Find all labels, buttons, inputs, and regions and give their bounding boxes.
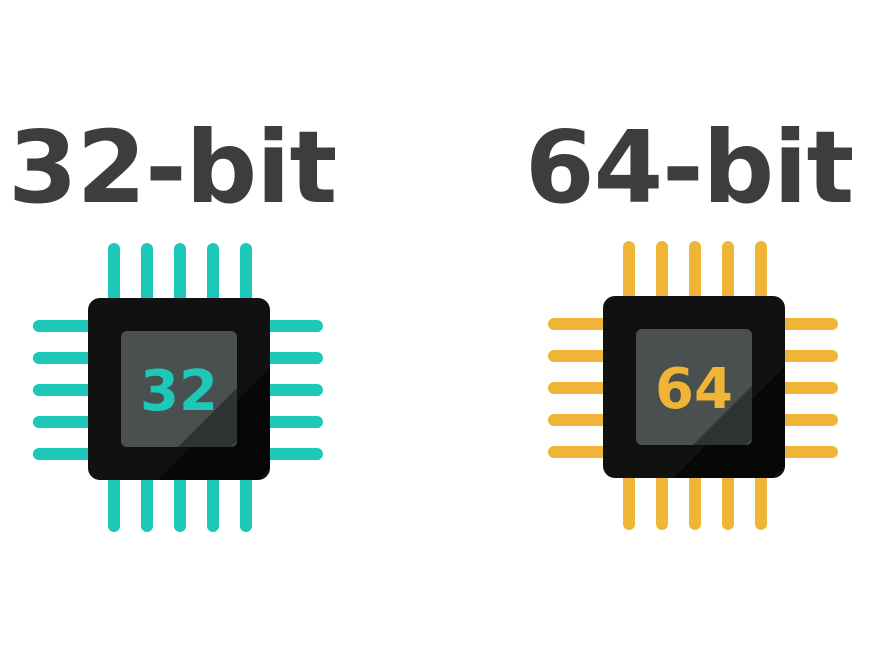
chip-graphic-32: 32 bbox=[33, 243, 323, 532]
chip-graphic-64: 64 bbox=[548, 241, 838, 530]
chip-core-shade bbox=[178, 388, 237, 447]
cpu-chip-64-icon: 64 bbox=[543, 236, 843, 536]
chip-core-shade bbox=[693, 386, 752, 445]
cpu-chip-32-icon: 32 bbox=[28, 238, 328, 538]
chip-label-32: 32 bbox=[140, 359, 218, 424]
heading-32-bit: 32-bit bbox=[8, 109, 337, 226]
chip-label-64: 64 bbox=[655, 357, 733, 422]
heading-64-bit: 64-bit bbox=[525, 109, 854, 226]
